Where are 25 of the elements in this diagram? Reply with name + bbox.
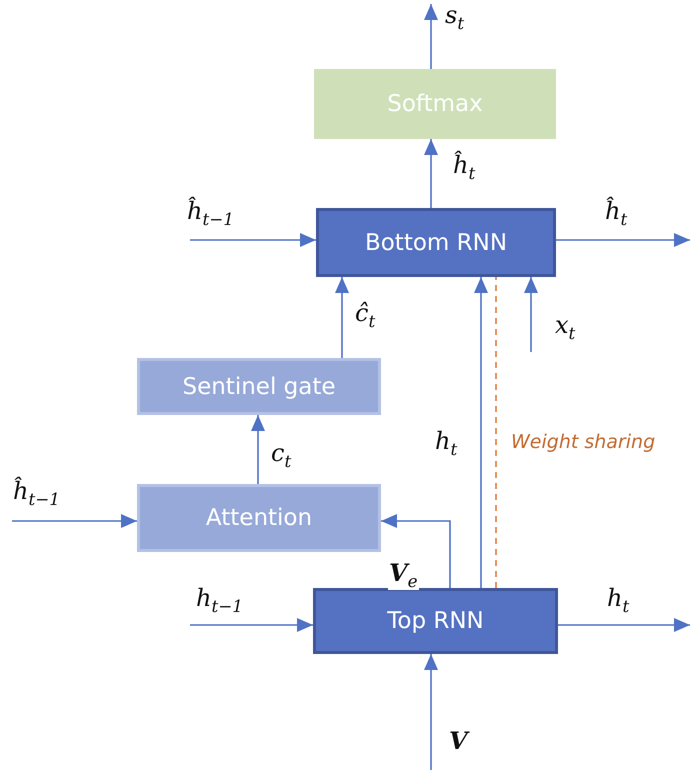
arrow [190, 618, 313, 632]
arrow [556, 233, 690, 247]
edge-label: ĥ$_{t}$ [452, 152, 476, 182]
process-box: Softmax [314, 69, 556, 139]
arrow [558, 618, 690, 632]
arrow [251, 415, 265, 484]
arrow [335, 277, 349, 358]
edge-label: ĉ$_{t}$ [354, 300, 376, 330]
arrow [474, 277, 488, 588]
arrow [424, 4, 438, 69]
arrow [424, 654, 438, 770]
edge-label: h$_{t}$ [606, 585, 630, 616]
process-box: Sentinel gate [137, 358, 381, 415]
arrow [524, 277, 538, 352]
arrow [190, 233, 316, 247]
edge-label: h$_{t}$ [434, 428, 458, 458]
annotation-text: Weight sharing [510, 432, 656, 453]
arrow [12, 514, 137, 528]
arrow [424, 139, 438, 208]
dashed-line [495, 277, 497, 588]
process-box: Attention [137, 484, 381, 552]
arrow [381, 514, 451, 588]
process-box: Bottom RNN [316, 208, 556, 277]
process-box: Top RNN [313, 588, 558, 654]
edge-label: ĥ$_{t}$ [604, 198, 628, 228]
